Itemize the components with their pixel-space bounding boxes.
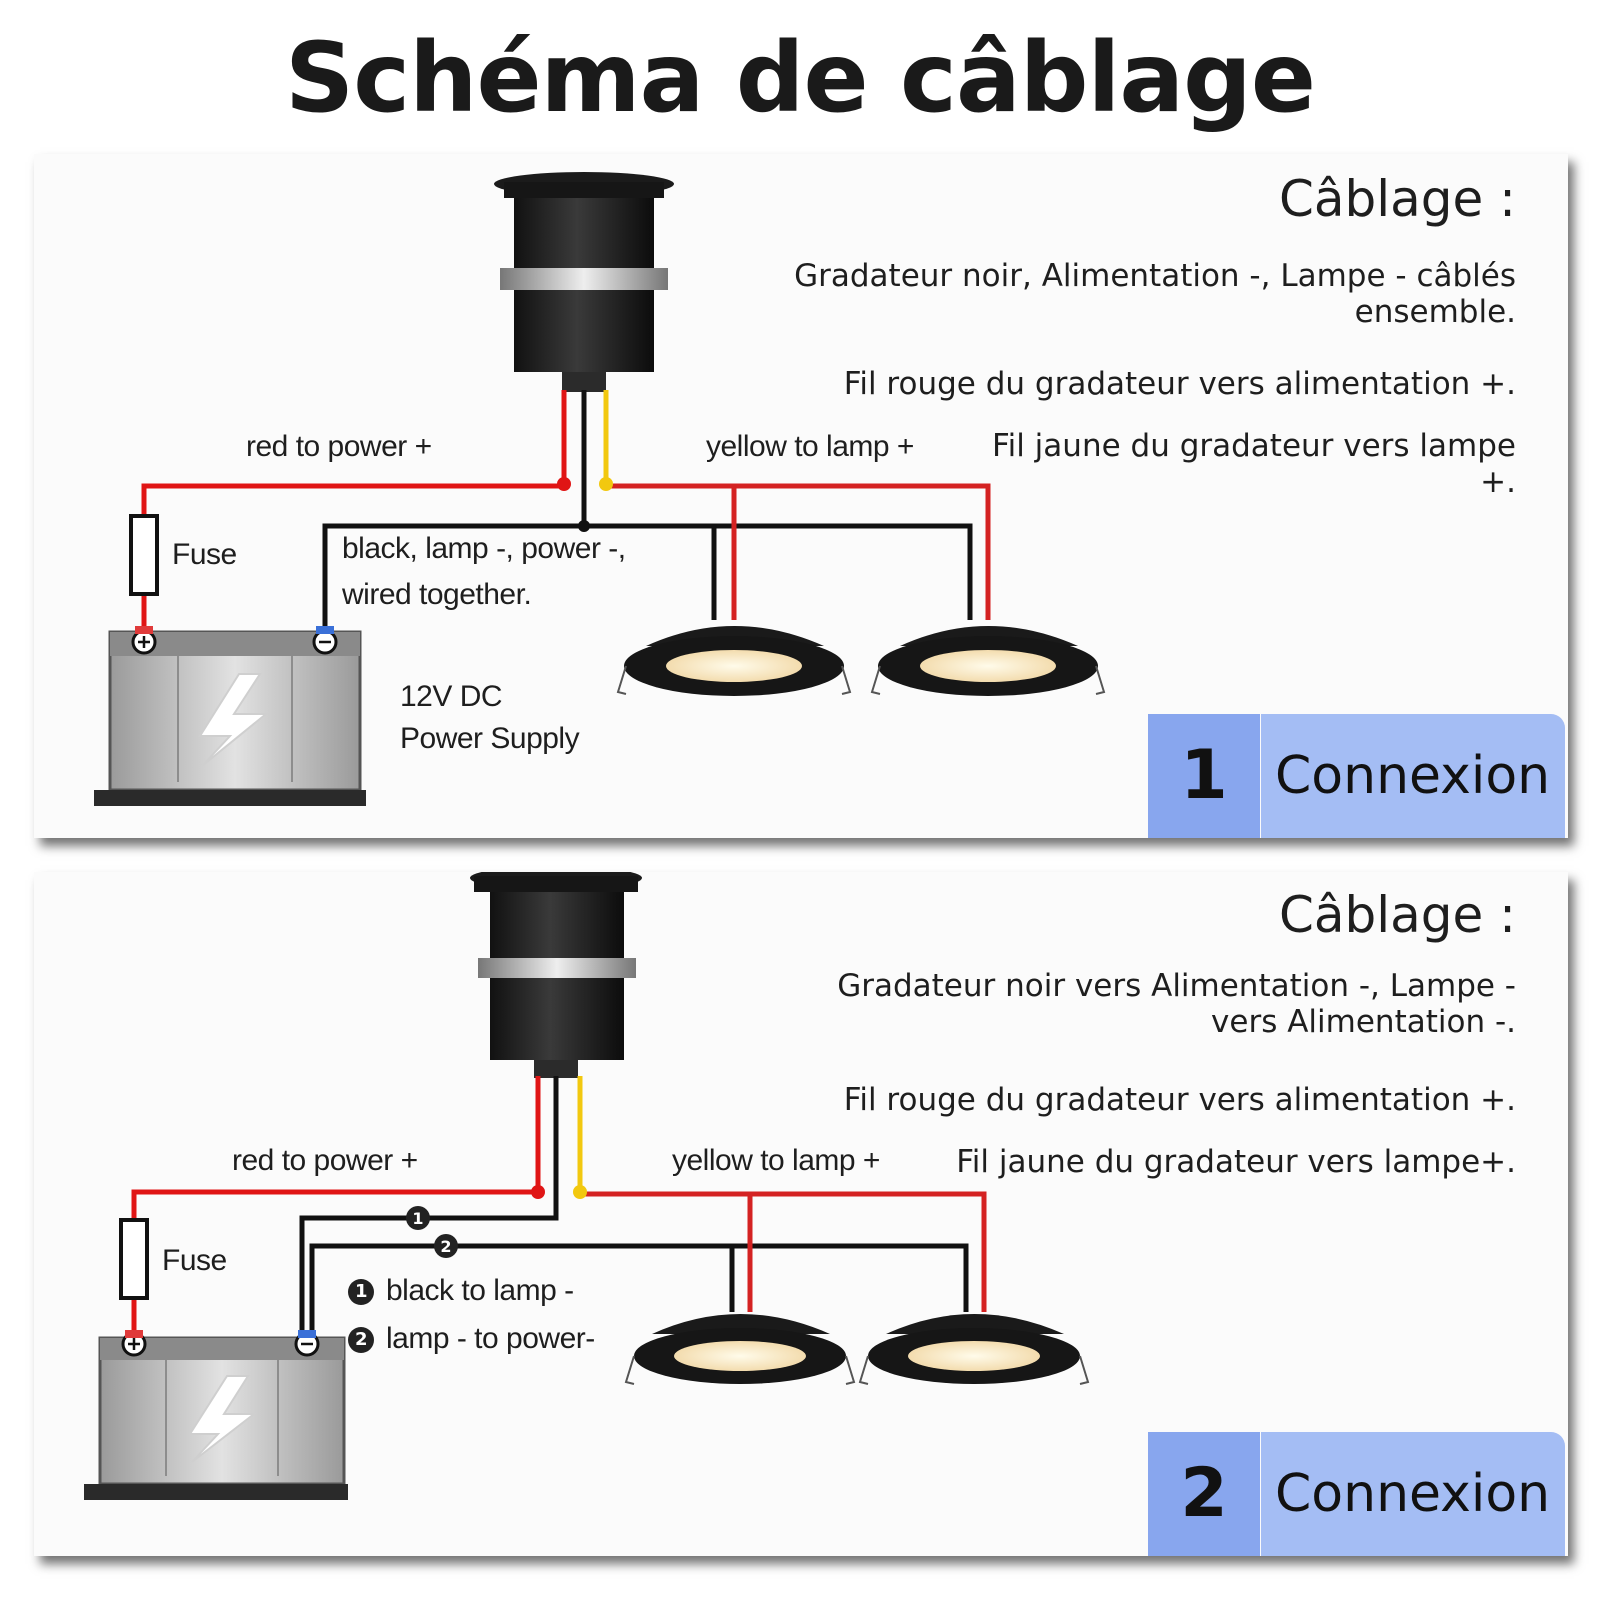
badge-label: Connexion [1261, 714, 1565, 838]
wiring-diagram-2: 1 2 [84, 872, 1090, 1500]
wires [131, 1076, 987, 1336]
legend-text-2: lamp - to power- [386, 1322, 595, 1355]
page-title: Schéma de câblage [285, 22, 1316, 134]
wiring-diagram-1 [94, 172, 1106, 806]
fuse-icon [129, 514, 159, 596]
marker-1-icon: 1 [348, 1279, 374, 1306]
label-yellow-wire: yellow to lamp + [672, 1144, 880, 1177]
note-2: Fil rouge du gradateur vers alimentation… [843, 366, 1516, 402]
badge-label: Connexion [1261, 1432, 1565, 1556]
legend-item-1: 1 black to lamp - [348, 1274, 574, 1308]
fuse-icon [119, 1218, 149, 1300]
heading: Câblage : [1278, 886, 1516, 944]
badge-number: 1 [1148, 714, 1260, 838]
lamp-icon-2 [870, 626, 1106, 696]
svg-text:1: 1 [412, 1209, 423, 1228]
label-red-wire: red to power + [246, 430, 432, 463]
lamp-icon-1 [624, 1314, 856, 1385]
label-red-wire: red to power + [232, 1144, 418, 1177]
legend-text-1: black to lamp - [386, 1274, 574, 1307]
wiring-panel-2: 1 2 [34, 872, 1568, 1556]
svg-text:2: 2 [440, 1237, 451, 1256]
note-2: Fil rouge du gradateur vers alimentation… [843, 1082, 1516, 1118]
label-supply-line2: Power Supply [400, 722, 580, 755]
note-3: Fil jaune du gradateur vers lampe+. [956, 1144, 1516, 1180]
legend-item-2: 2 lamp - to power- [348, 1322, 595, 1356]
wiring-panel-1: Câblage : Gradateur noir, Alimentation -… [34, 154, 1568, 838]
connexion-badge-1: 1 Connexion [1148, 714, 1568, 838]
marker-2-icon: 2 [348, 1327, 374, 1354]
label-black-wire-line1: black, lamp -, power -, [342, 532, 626, 565]
battery-icon [94, 626, 366, 806]
dimmer-switch [470, 872, 642, 1078]
label-supply-line1: 12V DC [400, 680, 503, 713]
heading: Câblage : [1278, 170, 1516, 228]
lamp-icon-2 [858, 1314, 1090, 1385]
label-fuse: Fuse [162, 1244, 227, 1277]
battery-icon [84, 1330, 348, 1500]
wire-marker-2: 2 [434, 1234, 458, 1258]
note-3: Fil jaune du gradateur vers lampe +. [992, 428, 1516, 500]
dimmer-switch [494, 172, 674, 392]
badge-number: 2 [1148, 1432, 1260, 1556]
label-yellow-wire: yellow to lamp + [706, 430, 914, 463]
label-black-wire-line2: wired together. [342, 578, 532, 611]
label-fuse: Fuse [172, 538, 237, 571]
lamp-icon-1 [616, 626, 852, 696]
wire-marker-1: 1 [406, 1206, 430, 1230]
connexion-badge-2: 2 Connexion [1148, 1432, 1568, 1556]
note-1: Gradateur noir vers Alimentation -, Lamp… [837, 968, 1516, 1040]
wires [141, 390, 991, 634]
note-1: Gradateur noir, Alimentation -, Lampe - … [794, 258, 1516, 330]
